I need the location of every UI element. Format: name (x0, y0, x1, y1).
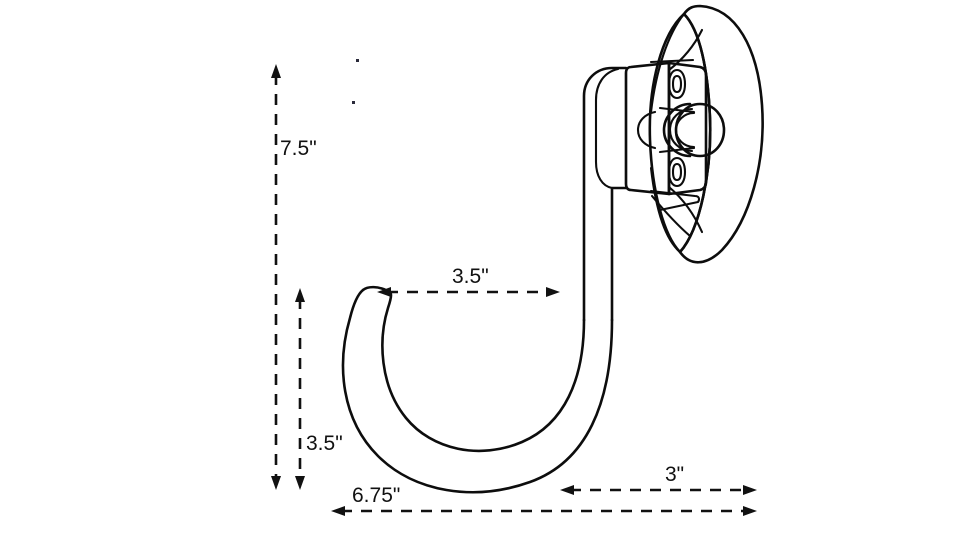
suction-cup-inner-face (648, 12, 712, 254)
suction-cup-upper-fold (649, 12, 686, 114)
pivot-top-edge (658, 106, 696, 114)
bracket-upper-flange (649, 58, 695, 64)
overall-height-arrow-top (271, 64, 281, 78)
hook-opening-width-arrow-left (377, 287, 391, 297)
dimension-hook-drop-height: 3.5" (295, 288, 343, 490)
overall-height-label: 7.5" (280, 137, 317, 160)
pivot-knob (636, 102, 726, 158)
overall-height-arrow-bottom (271, 476, 281, 490)
screw-slot-top-inner (671, 74, 683, 94)
bracket-lower-arm (667, 185, 704, 234)
hook-drop-height-label: 3.5" (306, 432, 343, 455)
bracket-back-plate (667, 61, 708, 196)
hook-projection-arrow-left (560, 485, 574, 495)
screw-slot-top (667, 68, 687, 100)
dimension-overall-depth: 6.75" (331, 484, 757, 516)
hook-inner-contour (381, 289, 586, 453)
dimension-hook-opening-width: 3.5" (377, 265, 560, 297)
screw-slot-top-outline (667, 68, 687, 100)
pivot-bottom-edge (658, 146, 696, 154)
overall-depth-arrow-left (331, 506, 345, 516)
hook-outer-contour (341, 288, 614, 494)
hook-projection-arrow-right (743, 485, 757, 495)
pivot-knob-cap (674, 102, 726, 158)
hook-opening-width-label: 3.5" (452, 265, 489, 288)
hook-curve (341, 285, 614, 494)
bracket-lower-brace (650, 194, 692, 238)
hook-drop-height-arrow-top (295, 288, 305, 302)
suction-cup-lower-fold (649, 166, 682, 254)
bracket-front-plate (624, 61, 671, 196)
pivot-collar-outer (662, 102, 692, 158)
hook-opening-width-arrow-right (546, 287, 560, 297)
overall-depth-label: 6.75" (352, 484, 400, 507)
artifact-speck-upper (356, 59, 359, 62)
hook-shaft-right-edge (610, 186, 628, 322)
screw-slot-bottom-inner (671, 162, 683, 182)
hook-projection-label: 3" (665, 463, 684, 486)
screw-slot-bottom-outline (667, 156, 687, 188)
bracket-upper-arm (667, 28, 704, 72)
screw-slot-bottom (667, 156, 687, 188)
hook-shaft-inner-fold (594, 67, 620, 190)
hook-shaft-left-edge (582, 66, 628, 322)
overall-depth-arrow-right (743, 506, 757, 516)
dimension-hook-projection: 3" (560, 463, 757, 495)
hook-shaft (582, 66, 628, 322)
hook-drop-height-arrow-bottom (295, 476, 305, 490)
artifact-speck-lower (352, 101, 355, 104)
bracket-lower-flange (649, 189, 701, 212)
dimension-overall-height: 7.5" (271, 64, 317, 490)
pivot-boss-left (636, 110, 657, 150)
